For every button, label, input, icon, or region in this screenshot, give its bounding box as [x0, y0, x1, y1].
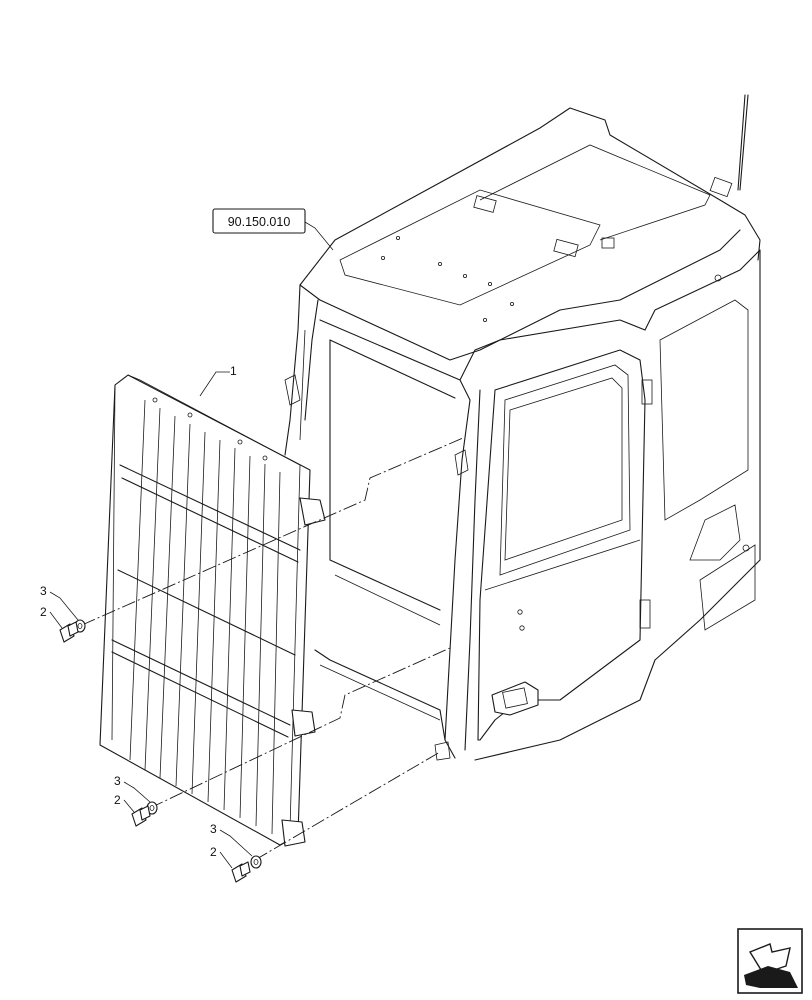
leader-lines: [49, 221, 334, 869]
callout-bolt-left: 2: [40, 605, 47, 619]
arrow-icon[interactable]: [737, 928, 803, 994]
operator-cab: [284, 94, 761, 761]
reference-label[interactable]: 90.150.010: [228, 215, 291, 229]
callout-washer-middle: 3: [114, 774, 121, 788]
washer-bottom: [250, 855, 262, 869]
front-guard-grille: [99, 374, 326, 847]
callout-bolt-middle: 2: [114, 793, 121, 807]
fastener-set-middle: [131, 801, 158, 827]
fastener-set-left: [59, 619, 86, 643]
callout-bolt-bottom: 2: [210, 845, 217, 859]
assembly-lines: [81, 437, 464, 861]
callout-grille: 1: [230, 364, 237, 378]
fastener-set-bottom: [231, 855, 262, 883]
callout-washer-left: 3: [40, 584, 47, 598]
callout-washer-bottom: 3: [210, 822, 217, 836]
reference-box[interactable]: 90.150.010: [212, 208, 306, 234]
